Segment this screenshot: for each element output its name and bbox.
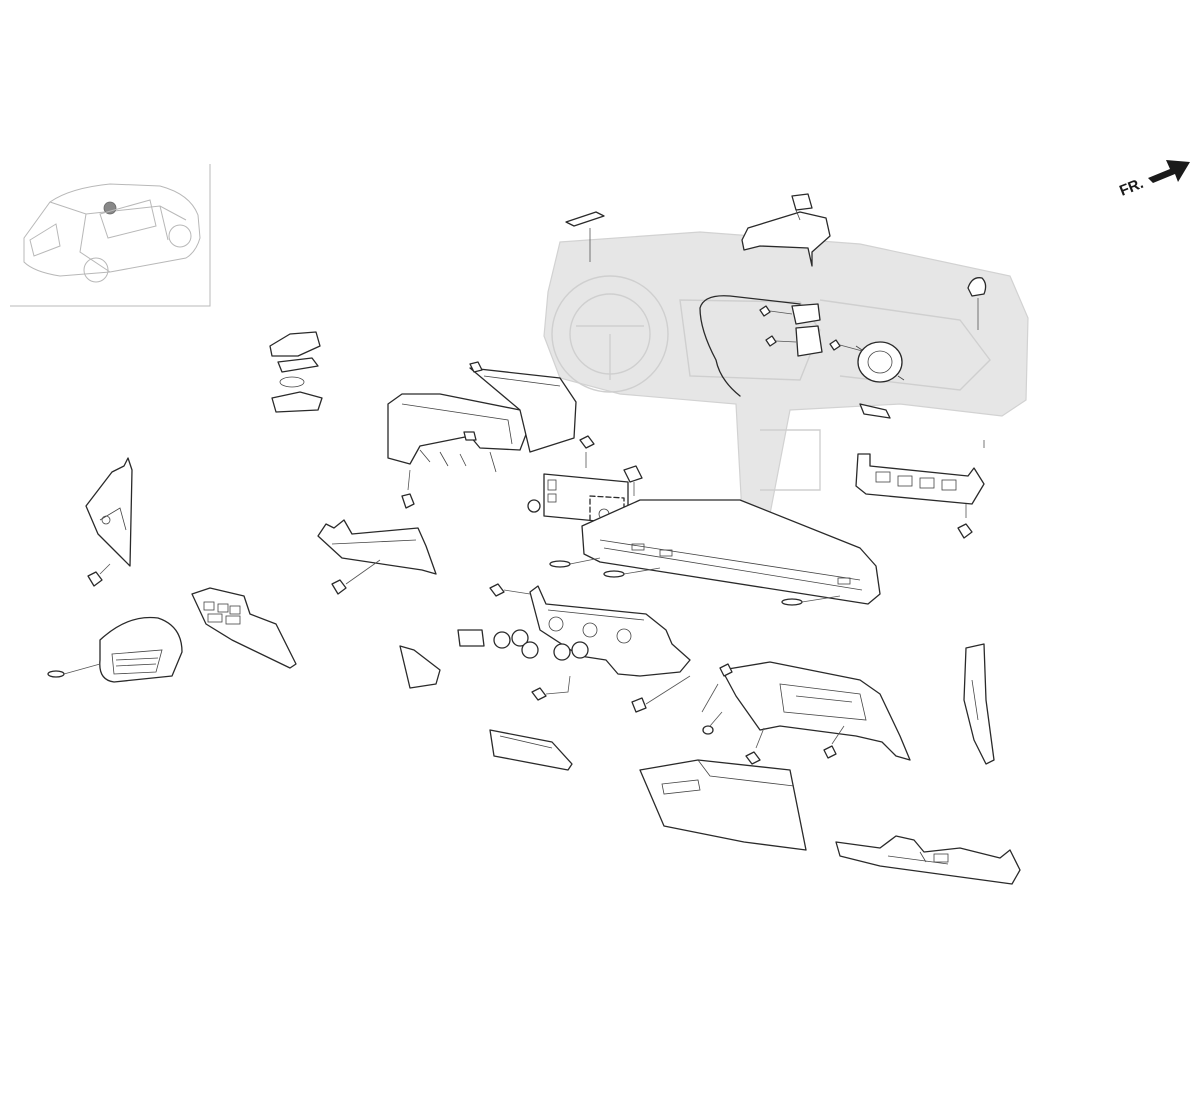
engine-start-button	[269, 331, 323, 413]
screw-set-cluster	[401, 361, 595, 509]
side-air-vent	[99, 616, 183, 683]
screw-set-upper	[759, 305, 867, 353]
screw-right-panel	[957, 504, 973, 539]
lower-bracket	[859, 403, 891, 419]
sunlight-sensor	[967, 277, 987, 330]
screw-set-glove-box	[701, 663, 845, 765]
vehicle-icon	[23, 183, 201, 283]
screw-left-panel	[331, 559, 381, 595]
vehicle-location-inset	[10, 164, 211, 307]
garnish-clips	[549, 557, 841, 606]
instrument-cluster	[463, 367, 577, 453]
wire-harness	[699, 295, 823, 397]
vent-clip	[47, 663, 101, 678]
meter-hood	[387, 393, 531, 473]
left-side-cover	[85, 457, 133, 567]
knee-airbag-inflator	[855, 341, 905, 383]
left-lower-panel-upper	[317, 519, 437, 575]
upper-center-cover	[741, 193, 831, 267]
climate-knobs	[457, 629, 589, 661]
right-under-cover	[835, 835, 1021, 885]
screw-set-console	[489, 583, 691, 713]
defroster-clip	[565, 211, 605, 262]
center-dash-garnish	[581, 499, 881, 605]
mounting-nut	[623, 465, 643, 496]
lower-trim-piece	[399, 645, 441, 689]
glove-box-door	[639, 759, 807, 851]
front-direction-indicator: FR.	[1117, 160, 1190, 200]
climate-control-panel	[529, 585, 691, 677]
right-switch-panel	[855, 440, 985, 505]
front-direction-label: FR.	[1117, 175, 1146, 200]
right-side-cover	[963, 643, 995, 765]
arrow-right-icon	[1148, 160, 1190, 183]
glove-box-housing	[721, 661, 911, 761]
screw-left-cover	[87, 563, 111, 587]
lower-center-pocket	[489, 729, 573, 771]
dashboard-panel-ghost	[543, 231, 1029, 515]
left-knee-panel	[191, 587, 297, 669]
